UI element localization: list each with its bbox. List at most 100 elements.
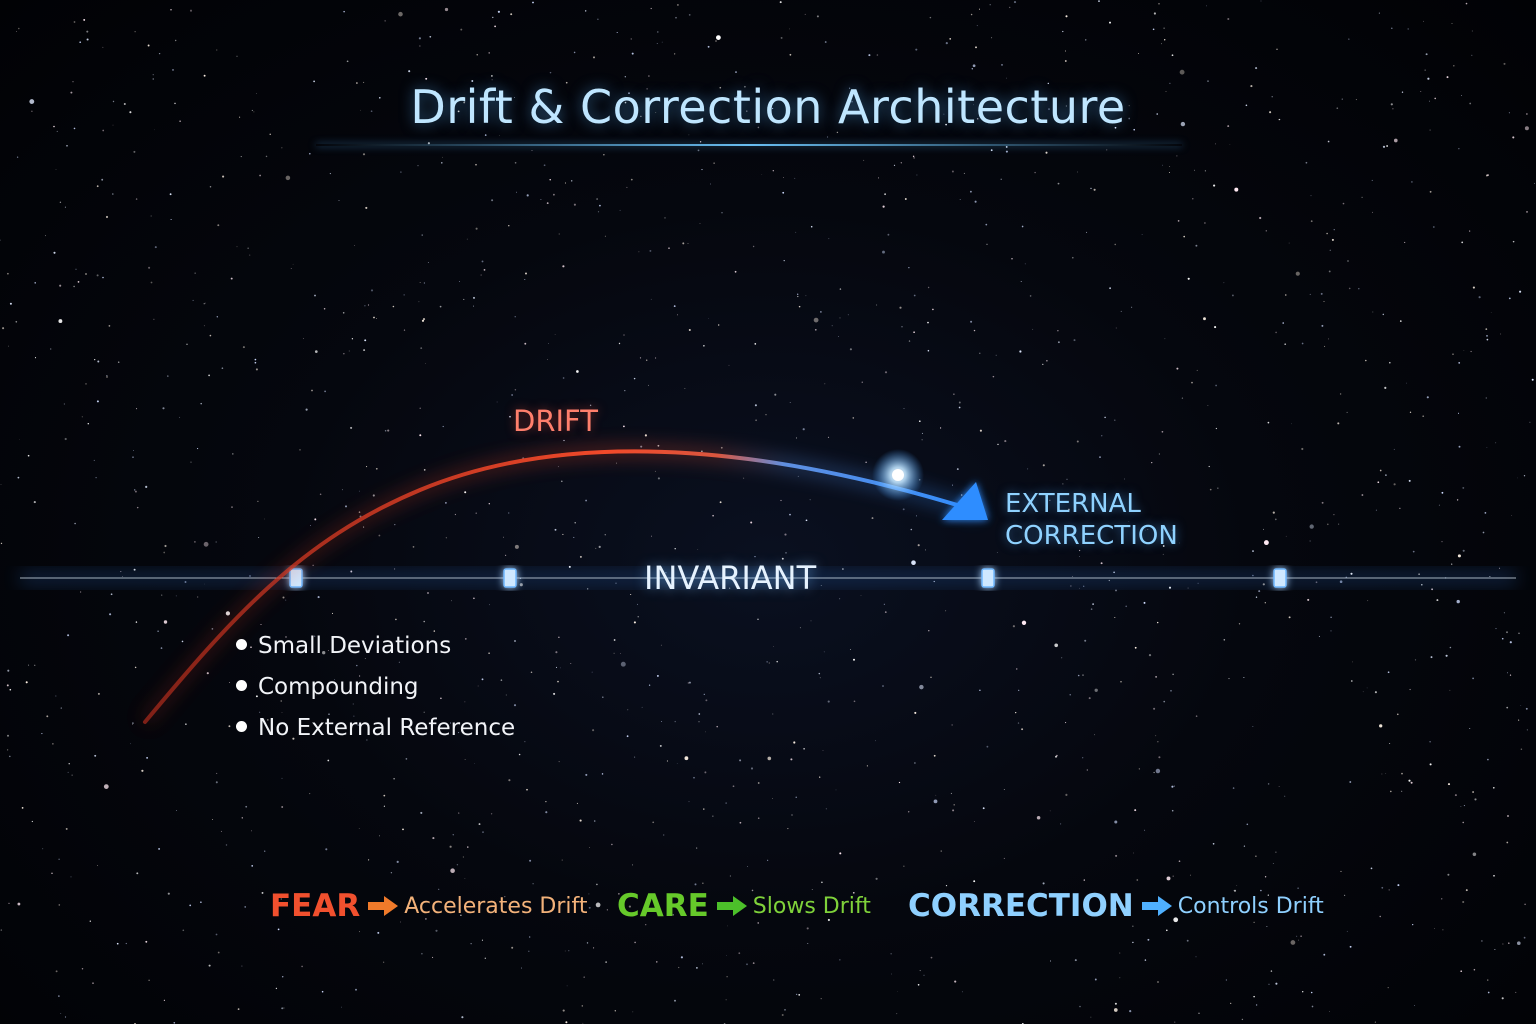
star bbox=[1196, 369, 1198, 371]
star bbox=[1164, 338, 1166, 340]
star bbox=[1284, 795, 1286, 797]
star bbox=[557, 466, 559, 468]
star bbox=[1049, 499, 1051, 501]
star bbox=[518, 753, 521, 756]
star bbox=[372, 494, 375, 497]
star bbox=[1301, 342, 1304, 345]
star bbox=[634, 941, 636, 944]
star bbox=[1318, 635, 1320, 637]
star bbox=[1153, 12, 1156, 15]
star bbox=[247, 247, 249, 249]
star bbox=[1000, 178, 1002, 180]
star bbox=[797, 295, 799, 298]
star bbox=[1390, 103, 1393, 106]
star bbox=[781, 1014, 784, 1016]
star bbox=[788, 28, 790, 30]
star bbox=[795, 437, 798, 439]
star bbox=[358, 490, 360, 492]
star bbox=[1490, 312, 1492, 314]
star bbox=[158, 847, 161, 850]
star bbox=[1310, 991, 1313, 994]
star bbox=[1183, 235, 1185, 238]
star bbox=[1082, 757, 1084, 759]
star bbox=[626, 735, 629, 738]
star bbox=[659, 744, 662, 747]
star bbox=[1463, 349, 1465, 351]
star bbox=[652, 821, 655, 824]
star bbox=[913, 157, 915, 159]
star bbox=[928, 630, 930, 632]
star bbox=[483, 269, 486, 271]
star bbox=[1090, 608, 1093, 610]
star bbox=[478, 823, 481, 826]
star bbox=[7, 734, 9, 737]
drift-label: DRIFT bbox=[513, 404, 598, 438]
star bbox=[982, 807, 985, 810]
star bbox=[743, 477, 745, 479]
star bbox=[106, 375, 108, 378]
star bbox=[64, 1016, 67, 1018]
star bbox=[576, 370, 579, 373]
star bbox=[66, 144, 68, 147]
star bbox=[620, 661, 626, 667]
star bbox=[350, 426, 353, 429]
star bbox=[1404, 241, 1406, 243]
star bbox=[1460, 970, 1463, 973]
star bbox=[120, 571, 122, 573]
star bbox=[1434, 928, 1435, 929]
star bbox=[893, 164, 896, 167]
star bbox=[986, 745, 989, 748]
star bbox=[421, 234, 423, 236]
star bbox=[508, 225, 510, 227]
star bbox=[95, 476, 97, 479]
star bbox=[1195, 244, 1198, 247]
star bbox=[1195, 956, 1197, 958]
star bbox=[729, 587, 731, 589]
star bbox=[445, 502, 447, 504]
star bbox=[1326, 232, 1328, 235]
star bbox=[1132, 925, 1134, 927]
star bbox=[688, 801, 690, 803]
star bbox=[134, 666, 137, 669]
star bbox=[1307, 598, 1310, 601]
star bbox=[1301, 447, 1304, 451]
star bbox=[650, 535, 653, 537]
star bbox=[1065, 793, 1068, 796]
star bbox=[1019, 350, 1022, 353]
star bbox=[1232, 787, 1235, 789]
star bbox=[1065, 105, 1067, 107]
star bbox=[450, 868, 455, 874]
star bbox=[791, 814, 793, 816]
star bbox=[1231, 294, 1234, 297]
star bbox=[1229, 143, 1231, 145]
star bbox=[591, 671, 593, 673]
star bbox=[170, 9, 172, 11]
star bbox=[1447, 783, 1451, 786]
star bbox=[672, 914, 674, 916]
star bbox=[599, 204, 601, 207]
star bbox=[570, 663, 572, 665]
star bbox=[991, 37, 993, 39]
star bbox=[973, 880, 976, 883]
star bbox=[682, 242, 685, 245]
star bbox=[470, 943, 472, 945]
star bbox=[1337, 422, 1340, 425]
star bbox=[588, 93, 591, 96]
star bbox=[1462, 486, 1465, 489]
star bbox=[281, 975, 284, 978]
star bbox=[0, 542, 3, 545]
star bbox=[970, 13, 973, 16]
star bbox=[242, 346, 245, 349]
star bbox=[699, 141, 702, 143]
star bbox=[1456, 599, 1460, 604]
star bbox=[1193, 169, 1196, 171]
star bbox=[464, 491, 467, 494]
star bbox=[1054, 643, 1059, 648]
star bbox=[985, 223, 988, 226]
star bbox=[771, 797, 773, 799]
star bbox=[620, 653, 621, 654]
star bbox=[1207, 405, 1209, 406]
star bbox=[564, 950, 566, 952]
star bbox=[875, 740, 876, 742]
star bbox=[637, 616, 639, 618]
